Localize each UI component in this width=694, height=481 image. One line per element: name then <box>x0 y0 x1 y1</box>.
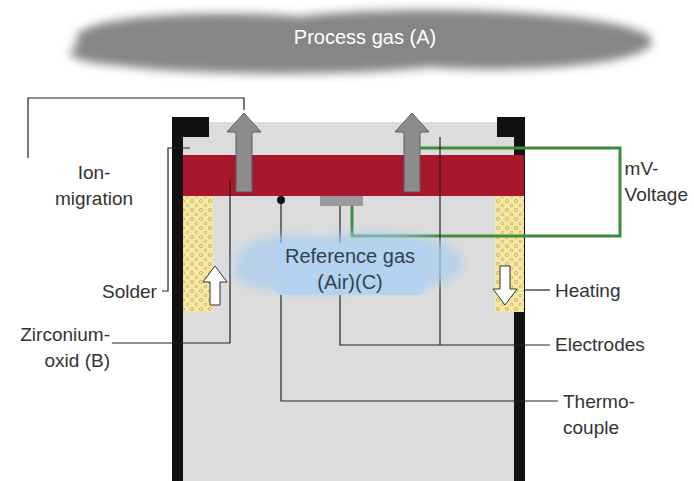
ion-arrow <box>395 113 429 192</box>
part-label: Zirconium- oxid (B) <box>2 322 110 374</box>
leader-line <box>439 137 440 345</box>
voltage-wire <box>352 148 620 236</box>
housing-cap <box>497 117 525 137</box>
flow-arrow <box>493 266 517 305</box>
part-label: Electrodes <box>555 332 645 358</box>
cloud-shape <box>70 10 652 74</box>
solder-block <box>183 196 213 312</box>
leader-line <box>281 200 558 401</box>
housing-wall <box>172 117 183 481</box>
leader-line <box>162 148 190 291</box>
electrode <box>320 196 363 206</box>
housing-cap <box>172 117 209 137</box>
zirconia-plate <box>183 155 524 196</box>
part-label: Heating <box>555 278 621 304</box>
solder-dots <box>183 196 213 312</box>
node-text: Reference gas (Air)(C) <box>275 243 425 295</box>
leader-line <box>525 289 550 290</box>
part-label: Solder <box>102 279 157 305</box>
leader-line <box>28 98 244 158</box>
part-label: Thermo- couple <box>563 389 663 441</box>
ion-arrow <box>227 113 261 192</box>
node-text: Process gas (A) <box>235 24 495 50</box>
reference-gas-cloud: Reference gas (Air)(C) <box>222 222 478 302</box>
process-gas-cloud: Process gas (A) <box>40 0 690 82</box>
thermocouple-dot <box>277 196 285 204</box>
flow-arrow <box>203 266 227 305</box>
signal-label: mV- Voltage <box>625 156 688 208</box>
part-label: Ion- migration <box>44 160 144 212</box>
